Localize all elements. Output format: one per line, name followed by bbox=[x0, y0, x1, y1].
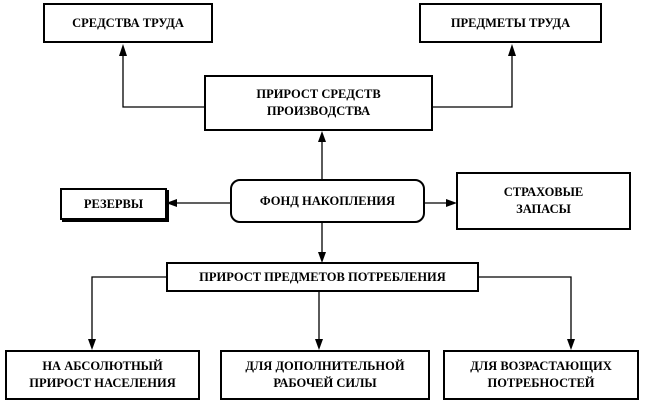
edge-consumer-to-needs bbox=[478, 276, 572, 339]
node-means-of-labor: СРЕДСТВА ТРУДА bbox=[43, 3, 213, 43]
edge-production-to-objects-of-labor bbox=[432, 56, 513, 108]
arrowhead-production bbox=[318, 131, 326, 142]
node-objects-of-labor: ПРЕДМЕТЫ ТРУДА bbox=[419, 3, 602, 43]
arrowhead-reserves bbox=[166, 199, 177, 207]
node-consumer-goods-growth: ПРИРОСТ ПРЕДМЕТОВ ПОТРЕБЛЕНИЯ bbox=[166, 262, 479, 292]
node-insurance-stocks: СТРАХОВЫЕ ЗАПАСЫ bbox=[456, 172, 631, 230]
edge-production-to-means-of-labor bbox=[122, 56, 205, 108]
arrowhead-needs bbox=[567, 339, 575, 350]
edge-consumer-to-population bbox=[91, 276, 167, 339]
node-additional-labor: ДЛЯ ДОПОЛНИТЕЛЬНОЙ РАБОЧЕЙ СИЛЫ bbox=[220, 350, 430, 400]
arrowhead-population bbox=[88, 339, 96, 350]
arrowhead-labor bbox=[315, 339, 323, 350]
arrowhead-insurance bbox=[446, 199, 457, 207]
arrowhead-means-of-labor bbox=[119, 44, 127, 56]
arrowhead-objects-of-labor bbox=[508, 44, 516, 56]
arrowhead-consumer bbox=[318, 252, 326, 263]
node-accumulation-fund: ФОНД НАКОПЛЕНИЯ bbox=[230, 179, 425, 223]
node-means-of-production-growth: ПРИРОСТ СРЕДСТВ ПРОИЗВОДСТВА bbox=[204, 75, 433, 131]
node-population-growth: НА АБСОЛЮТНЫЙ ПРИРОСТ НАСЕЛЕНИЯ bbox=[5, 350, 200, 400]
node-reserves: РЕЗЕРВЫ bbox=[60, 188, 167, 220]
node-growing-needs: ДЛЯ ВОЗРАСТАЮЩИХ ПОТРЕБНОСТЕЙ bbox=[443, 350, 639, 400]
